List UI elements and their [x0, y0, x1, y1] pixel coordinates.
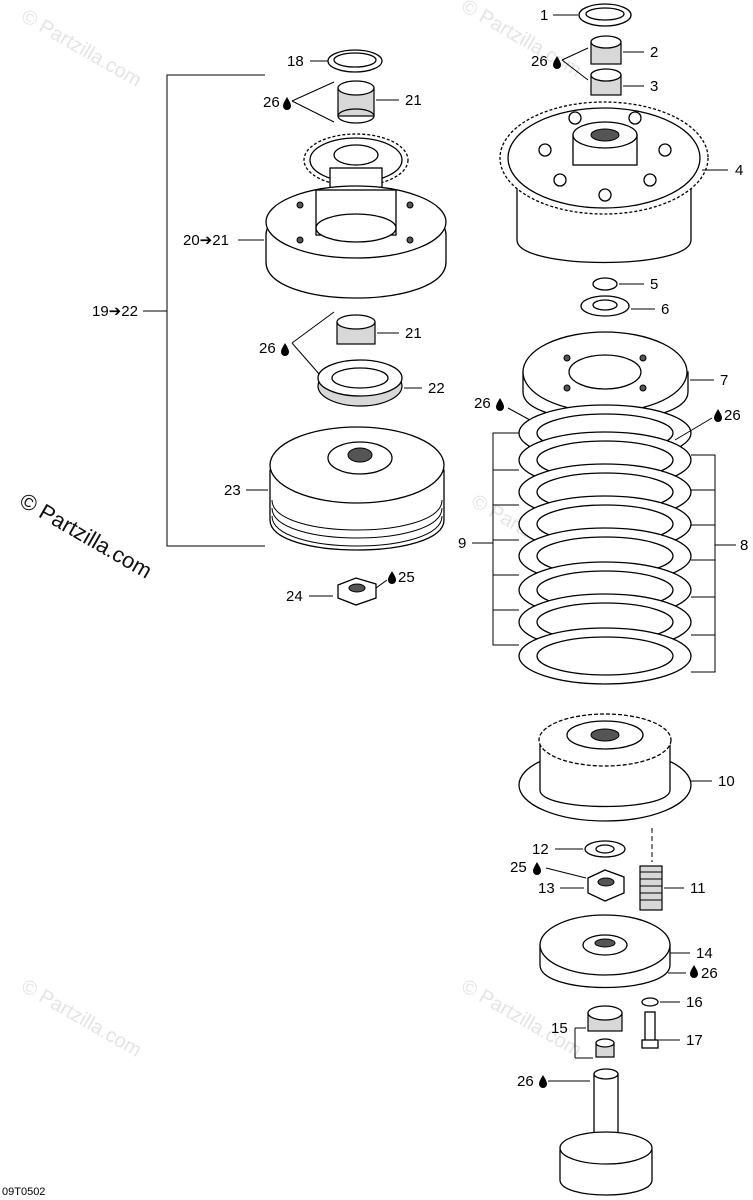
callout-6: 6 [661, 301, 669, 318]
part-20-gear [303, 133, 409, 199]
callout-14: 14 [696, 945, 713, 962]
bracket-9 [492, 432, 519, 646]
callout-5: 5 [650, 276, 658, 293]
part-8-9-plate-stack [518, 404, 692, 685]
bracket-8 [691, 454, 716, 673]
bracket-19-22 [166, 74, 265, 547]
callout-26-f: 26 [701, 965, 718, 982]
part-5-ring [592, 277, 618, 291]
callout-20-to-21: 20➔21 [183, 232, 229, 249]
callout-2: 2 [650, 44, 658, 61]
part-23-drum [269, 426, 445, 551]
part-13-nut [587, 869, 625, 902]
part-18-washer [327, 49, 383, 73]
part-15-bearing-set [587, 1005, 623, 1058]
callout-15: 15 [551, 1020, 568, 1037]
callout-26-b: 26 [259, 340, 276, 357]
part-22-sprag-clutch [317, 359, 403, 407]
part-3-needle-bearing [590, 68, 622, 96]
part-16-washer [641, 997, 659, 1007]
callout-26-g: 26 [517, 1073, 534, 1090]
callout-7: 7 [720, 372, 728, 389]
callout-25-a: 25 [398, 569, 415, 586]
part-6-washer [580, 295, 630, 317]
part-2-needle-bearing [590, 35, 622, 65]
callout-17: 17 [686, 1032, 703, 1049]
callout-1: 1 [540, 7, 548, 24]
callout-26-a: 26 [263, 94, 280, 111]
watermark-top-right: © Partzilla.com [458, 0, 586, 82]
callout-22: 22 [428, 380, 445, 397]
callout-16: 16 [686, 994, 703, 1011]
part-1-washer [578, 3, 632, 27]
callout-3: 3 [650, 78, 658, 95]
watermark-bottom-left: © Partzilla.com [18, 975, 146, 1061]
callout-9: 9 [458, 535, 466, 552]
callout-25-b: 25 [510, 859, 527, 876]
part-20-21-housing [265, 185, 447, 299]
callout-26-c: 26 [531, 53, 548, 70]
part-14-lifter-plate [539, 914, 671, 989]
part-pushrod-shaft [559, 1068, 653, 1196]
watermark-bottom-right: © Partzilla.com [458, 975, 586, 1061]
part-4-clutch-basket [499, 101, 709, 264]
callout-21-top: 21 [405, 92, 422, 109]
drawing-reference: 09T0502 [2, 1186, 45, 1198]
part-21-bushing-top [337, 80, 375, 124]
callout-11: 11 [690, 880, 706, 897]
callout-18: 18 [287, 53, 304, 70]
callout-13: 13 [538, 880, 555, 897]
callout-26-e: 26 [724, 407, 741, 424]
watermark-top-left: © Partzilla.com [18, 5, 146, 91]
callout-26-d: 26 [474, 395, 491, 412]
callout-10: 10 [718, 773, 735, 790]
part-24-nut [337, 577, 377, 606]
callout-23: 23 [224, 482, 241, 499]
part-11-spring [639, 865, 663, 911]
part-17-bolt [641, 1011, 659, 1049]
part-21-bushing-lower [336, 314, 376, 345]
callout-19-to-22: 19➔22 [92, 303, 138, 320]
part-10-clutch-hub [518, 713, 692, 822]
callout-8: 8 [740, 537, 748, 554]
callout-12: 12 [532, 841, 549, 858]
callout-4: 4 [735, 162, 743, 179]
callout-21-lower: 21 [405, 325, 422, 342]
callout-24: 24 [286, 588, 303, 605]
part-12-washer [584, 840, 626, 858]
watermark-main: © Partzilla.com [16, 488, 157, 584]
